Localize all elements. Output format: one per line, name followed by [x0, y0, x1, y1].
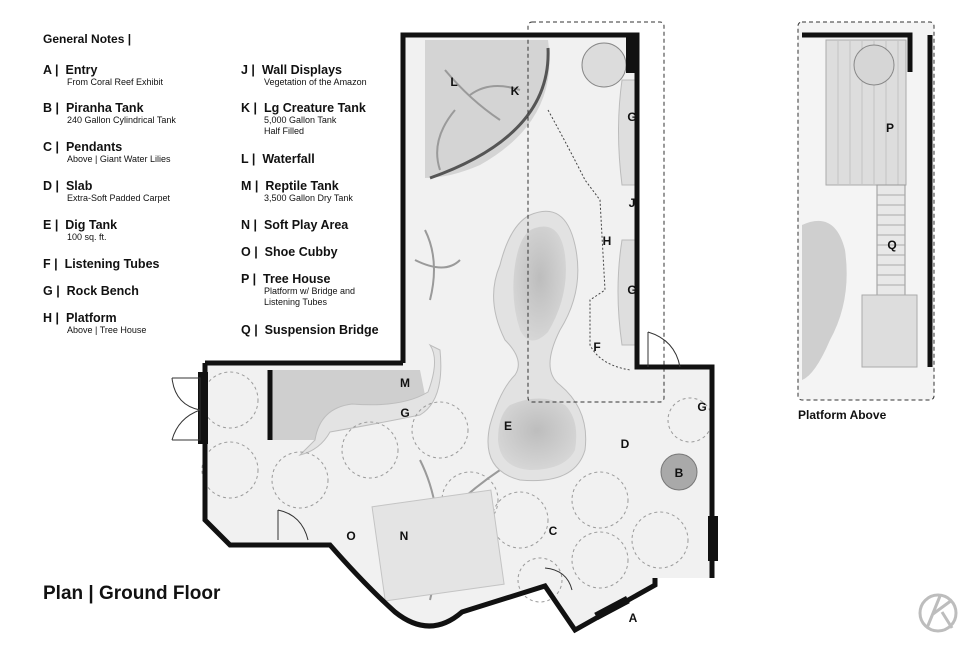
plan-label-a: A [629, 611, 638, 625]
plan-title: Plan | Ground Floor [43, 583, 221, 604]
platform-tank-shadow [802, 220, 847, 380]
note-h-detail: Above | Tree House [67, 325, 147, 335]
soft-play-mat [371, 489, 505, 602]
note-h: H | Platform Above | Tree House [43, 311, 146, 336]
note-p-title: P | Tree House [241, 272, 331, 286]
note-e: E | Dig Tank 100 sq. ft. [43, 218, 117, 243]
note-b-detail: 240 Gallon Cylindrical Tank [67, 115, 176, 125]
note-n: N | Soft Play Area [241, 218, 348, 232]
plan-label-c: C [549, 524, 558, 538]
note-l: L | Waterfall [241, 152, 315, 166]
plan-label-e: E [504, 419, 512, 433]
note-j: J | Wall Displays Vegetation of the Amaz… [241, 63, 367, 88]
note-l-title: L | Waterfall [241, 152, 315, 166]
platform-landing [861, 294, 918, 368]
note-m-title: M | Reptile Tank [241, 179, 339, 193]
suspension-bridge [876, 184, 906, 296]
plan-label-d: D [621, 437, 630, 451]
note-c: C | Pendants Above | Giant Water Lilies [43, 140, 171, 165]
note-k: K | Lg Creature Tank 5,000 Gallon Tank H… [241, 101, 366, 137]
plan-label-o: O [346, 529, 355, 543]
note-o-title: O | Shoe Cubby [241, 245, 338, 259]
note-d-title: D | Slab [43, 179, 93, 193]
plan-label-j: J [629, 196, 636, 210]
door-swings [171, 331, 681, 591]
plan-label-m: M [400, 376, 410, 390]
note-e-title: E | Dig Tank [43, 218, 118, 232]
walls [202, 32, 715, 634]
floor-area [205, 35, 712, 630]
note-c-detail: Above | Giant Water Lilies [67, 154, 171, 164]
plan-label-q: Q [887, 238, 896, 252]
wall-corner-block [626, 35, 638, 73]
note-h-title: H | Platform [43, 311, 117, 325]
dig-tank-upper [513, 226, 566, 341]
note-a-detail: From Coral Reef Exhibit [67, 77, 164, 87]
plan-label-p: P [886, 121, 894, 135]
note-n-title: N | Soft Play Area [241, 218, 349, 232]
platform-title: Platform Above [798, 408, 887, 422]
note-g-title: G | Rock Bench [43, 284, 139, 298]
rock-bench-m [298, 343, 442, 456]
note-b: B | Piranha Tank 240 Gallon Cylindrical … [43, 101, 176, 126]
note-c-title: C | Pendants [43, 140, 123, 154]
note-k-detail-1: 5,000 Gallon Tank [264, 115, 337, 125]
creature-tank [425, 40, 550, 178]
note-b-title: B | Piranha Tank [43, 101, 144, 115]
plan-label-l: L [450, 75, 457, 89]
note-d: D | Slab Extra-Soft Padded Carpet [43, 179, 170, 204]
spiral-stair [581, 42, 627, 88]
note-f-title: F | Listening Tubes [43, 257, 160, 271]
plan-label-g2: G [627, 283, 636, 297]
dig-tank-lower [498, 398, 577, 470]
plan-label-f: F [593, 340, 600, 354]
tank-glass-arc [429, 47, 550, 180]
door-entry-a [594, 596, 630, 620]
plan-label-h: H [603, 234, 612, 248]
listening-tube-path [547, 109, 631, 371]
logo-mark [918, 593, 958, 633]
general-notes-title: General Notes | [43, 32, 132, 46]
note-g: G | Rock Bench [43, 284, 139, 298]
note-e-detail: 100 sq. ft. [67, 232, 107, 242]
plan-label-g3: G [400, 406, 409, 420]
note-f: F | Listening Tubes [43, 257, 159, 271]
note-m-detail: 3,500 Gallon Dry Tank [264, 193, 353, 203]
plan-label-g4: G [697, 400, 706, 414]
platform-spiral-stair [853, 44, 895, 86]
note-a: A | Entry From Coral Reef Exhibit [43, 63, 163, 88]
rock-bench-g1 [618, 79, 637, 186]
note-q-title: Q | Suspension Bridge [241, 323, 379, 337]
rock-bench-g2 [617, 239, 637, 346]
piranha-tank [660, 453, 698, 491]
platform-outline [527, 21, 665, 403]
note-k-detail-2: Half Filled [264, 126, 305, 136]
note-j-title: J | Wall Displays [241, 63, 342, 77]
note-p-detail-1: Platform w/ Bridge and [264, 286, 356, 296]
plan-label-g1: G [627, 110, 636, 124]
note-p: P | Tree House Platform w/ Bridge and Li… [241, 272, 355, 308]
deck-planks [837, 40, 899, 185]
door-entry-left [198, 372, 208, 444]
plan-label-k: K [511, 84, 520, 98]
note-a-title: A | Entry [43, 63, 98, 77]
plan-label-b: B [675, 466, 684, 480]
platform-above-walls [802, 32, 933, 367]
note-o: O | Shoe Cubby [241, 245, 338, 259]
note-q: Q | Suspension Bridge [241, 323, 379, 337]
note-d-detail: Extra-Soft Padded Carpet [67, 193, 171, 203]
note-k-title: K | Lg Creature Tank [241, 101, 366, 115]
note-m: M | Reptile Tank 3,500 Gallon Dry Tank [241, 179, 353, 204]
plan-label-n: N [400, 529, 409, 543]
note-j-detail: Vegetation of the Amazon [264, 77, 367, 87]
bridge-slats [877, 194, 905, 286]
door-entry-right [708, 516, 718, 561]
note-p-detail-2: Listening Tubes [264, 297, 328, 307]
